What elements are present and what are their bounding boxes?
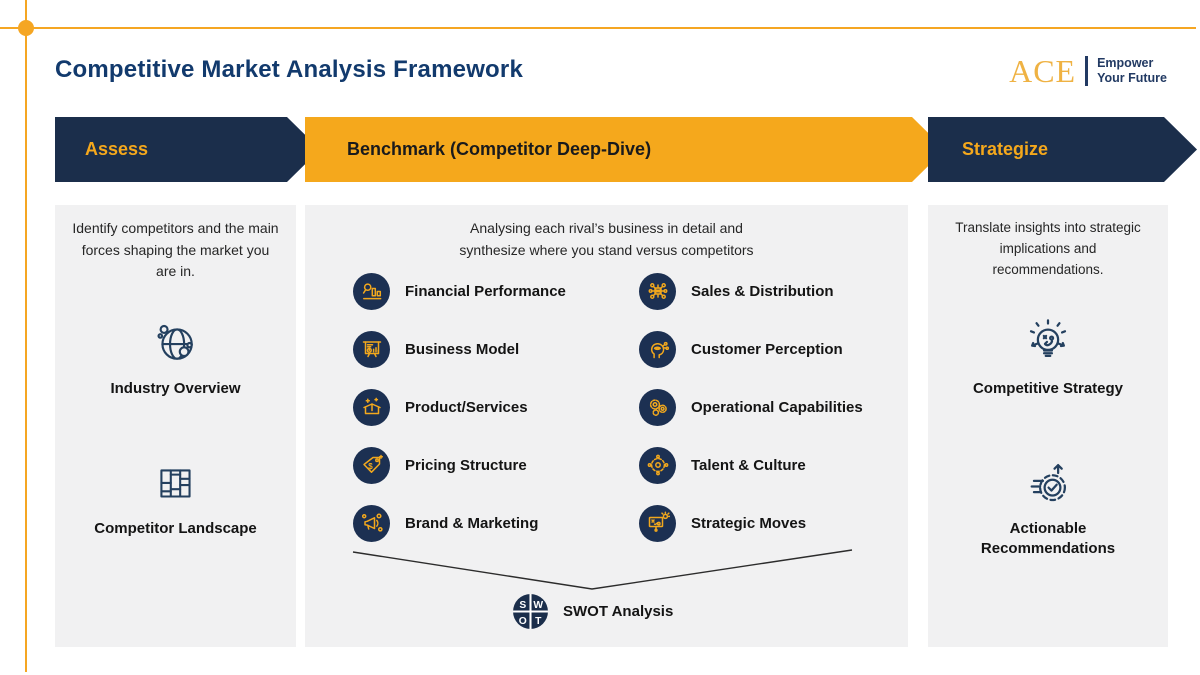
svg-text:$: $: [368, 462, 373, 471]
benchmark-item-sales-distribution: Sales & Distribution: [639, 262, 863, 320]
benchmark-item-label: Sales & Distribution: [691, 282, 834, 300]
strategy-bulb-icon: [1029, 319, 1067, 357]
benchmark-item-label: Brand & Marketing: [405, 514, 539, 532]
stage-arrow-assess: Assess: [55, 117, 320, 182]
business-model-icon: [353, 330, 390, 368]
benchmark-item-talent-culture: Talent & Culture: [639, 436, 863, 494]
benchmark-item-operational-capabilities: Operational Capabilities: [639, 378, 863, 436]
ace-logo: ACE Empower Your Future: [1009, 55, 1167, 87]
operational-capabilities-icon: [639, 388, 676, 426]
swot-letter-w: W: [533, 600, 543, 611]
benchmark-item-strategic-moves: Strategic Moves: [639, 494, 863, 552]
benchmark-item-business-model: Business Model: [353, 320, 566, 378]
benchmark-item-label: Business Model: [405, 340, 520, 358]
ace-logo-wordmark: ACE: [1009, 53, 1077, 89]
swot-letter-s: S: [519, 600, 526, 611]
assess-panel: Identify competitors and the main forces…: [55, 205, 296, 647]
corner-accent-vertical-line: [25, 0, 27, 672]
benchmark-item-label: Financial Performance: [405, 282, 566, 300]
stage-arrow-strategize: Strategize: [928, 117, 1197, 182]
swot-letter-t: T: [535, 616, 542, 627]
customer-perception-icon: [639, 330, 676, 368]
industry-overview-label: Industry Overview: [110, 380, 241, 397]
benchmark-description: Analysing each rival’s business in detai…: [305, 218, 908, 261]
benchmark-item-label: Strategic Moves: [691, 514, 807, 532]
benchmark-item-label: Operational Capabilities: [691, 398, 863, 416]
stage-arrow-benchmark: Benchmark (Competitor Deep-Dive): [305, 117, 945, 182]
competitive-strategy-feature: Competitive Strategy: [928, 315, 1168, 399]
swot-analysis-label: SWOT Analysis: [563, 603, 674, 620]
benchmark-left-column: Financial Performance Business Model Pro…: [353, 262, 566, 552]
treemap-icon: [159, 469, 191, 498]
benchmark-panel: Analysing each rival’s business in detai…: [305, 205, 908, 647]
actionable-recommendations-feature: Actionable Recommendations: [928, 455, 1168, 560]
benchmark-item-pricing-structure: $ Pricing Structure: [353, 436, 566, 494]
swot-letter-o: O: [519, 616, 527, 627]
product-services-icon: [353, 388, 390, 426]
benchmark-item-brand-marketing: Brand & Marketing: [353, 494, 566, 552]
actionable-recommendations-label: Actionable Recommendations: [980, 520, 1116, 558]
logo-tagline-line1: Empower: [1097, 56, 1154, 70]
swot-analysis-feature: S W O T SWOT Analysis: [512, 593, 673, 630]
brand-marketing-icon: [353, 504, 390, 542]
benchmark-item-label: Customer Perception: [691, 340, 843, 358]
benchmark-description-line2: synthesize where you stand versus compet…: [459, 241, 754, 258]
stage-arrow-strategize-label: Strategize: [962, 139, 1049, 159]
sales-distribution-icon: [639, 272, 676, 310]
financial-performance-icon: [353, 272, 390, 310]
benchmark-item-label: Talent & Culture: [691, 456, 806, 474]
talent-culture-icon: [639, 446, 676, 484]
benchmark-item-financial-performance: Financial Performance: [353, 262, 566, 320]
stage-arrow-assess-label: Assess: [85, 139, 149, 159]
logo-tagline: Empower Your Future: [1097, 56, 1167, 86]
benchmark-item-label: Pricing Structure: [405, 456, 527, 474]
pricing-structure-icon: $: [353, 446, 390, 484]
competitor-landscape-label: Competitor Landscape: [94, 520, 257, 537]
competitor-landscape-feature: Competitor Landscape: [55, 459, 296, 539]
benchmark-item-customer-perception: Customer Perception: [639, 320, 863, 378]
benchmark-item-label: Product/Services: [405, 398, 528, 416]
benchmark-description-line1: Analysing each rival’s business in detai…: [470, 220, 743, 236]
stage-arrow-benchmark-label: Benchmark (Competitor Deep-Dive): [347, 139, 652, 159]
swot-icon: S W O T: [513, 594, 548, 629]
strategize-panel: Translate insights into strategic implic…: [928, 205, 1168, 647]
corner-accent-horizontal-line: [0, 27, 1196, 29]
strategic-moves-icon: [639, 504, 676, 542]
logo-divider: [1085, 56, 1089, 86]
benchmark-item-product-services: Product/Services: [353, 378, 566, 436]
page-title: Competitive Market Analysis Framework: [55, 56, 524, 83]
industry-overview-feature: Industry Overview: [55, 317, 296, 399]
globe-icon: [156, 324, 193, 360]
corner-accent-dot: [18, 20, 34, 36]
gear-check-icon: [1030, 464, 1066, 502]
benchmark-right-column: Sales & Distribution Customer Perception…: [639, 262, 863, 552]
assess-description: Identify competitors and the main forces…: [72, 220, 279, 280]
competitive-strategy-label: Competitive Strategy: [972, 380, 1124, 397]
strategize-description: Translate insights into strategic implic…: [955, 220, 1141, 277]
logo-tagline-line2: Your Future: [1097, 71, 1167, 85]
